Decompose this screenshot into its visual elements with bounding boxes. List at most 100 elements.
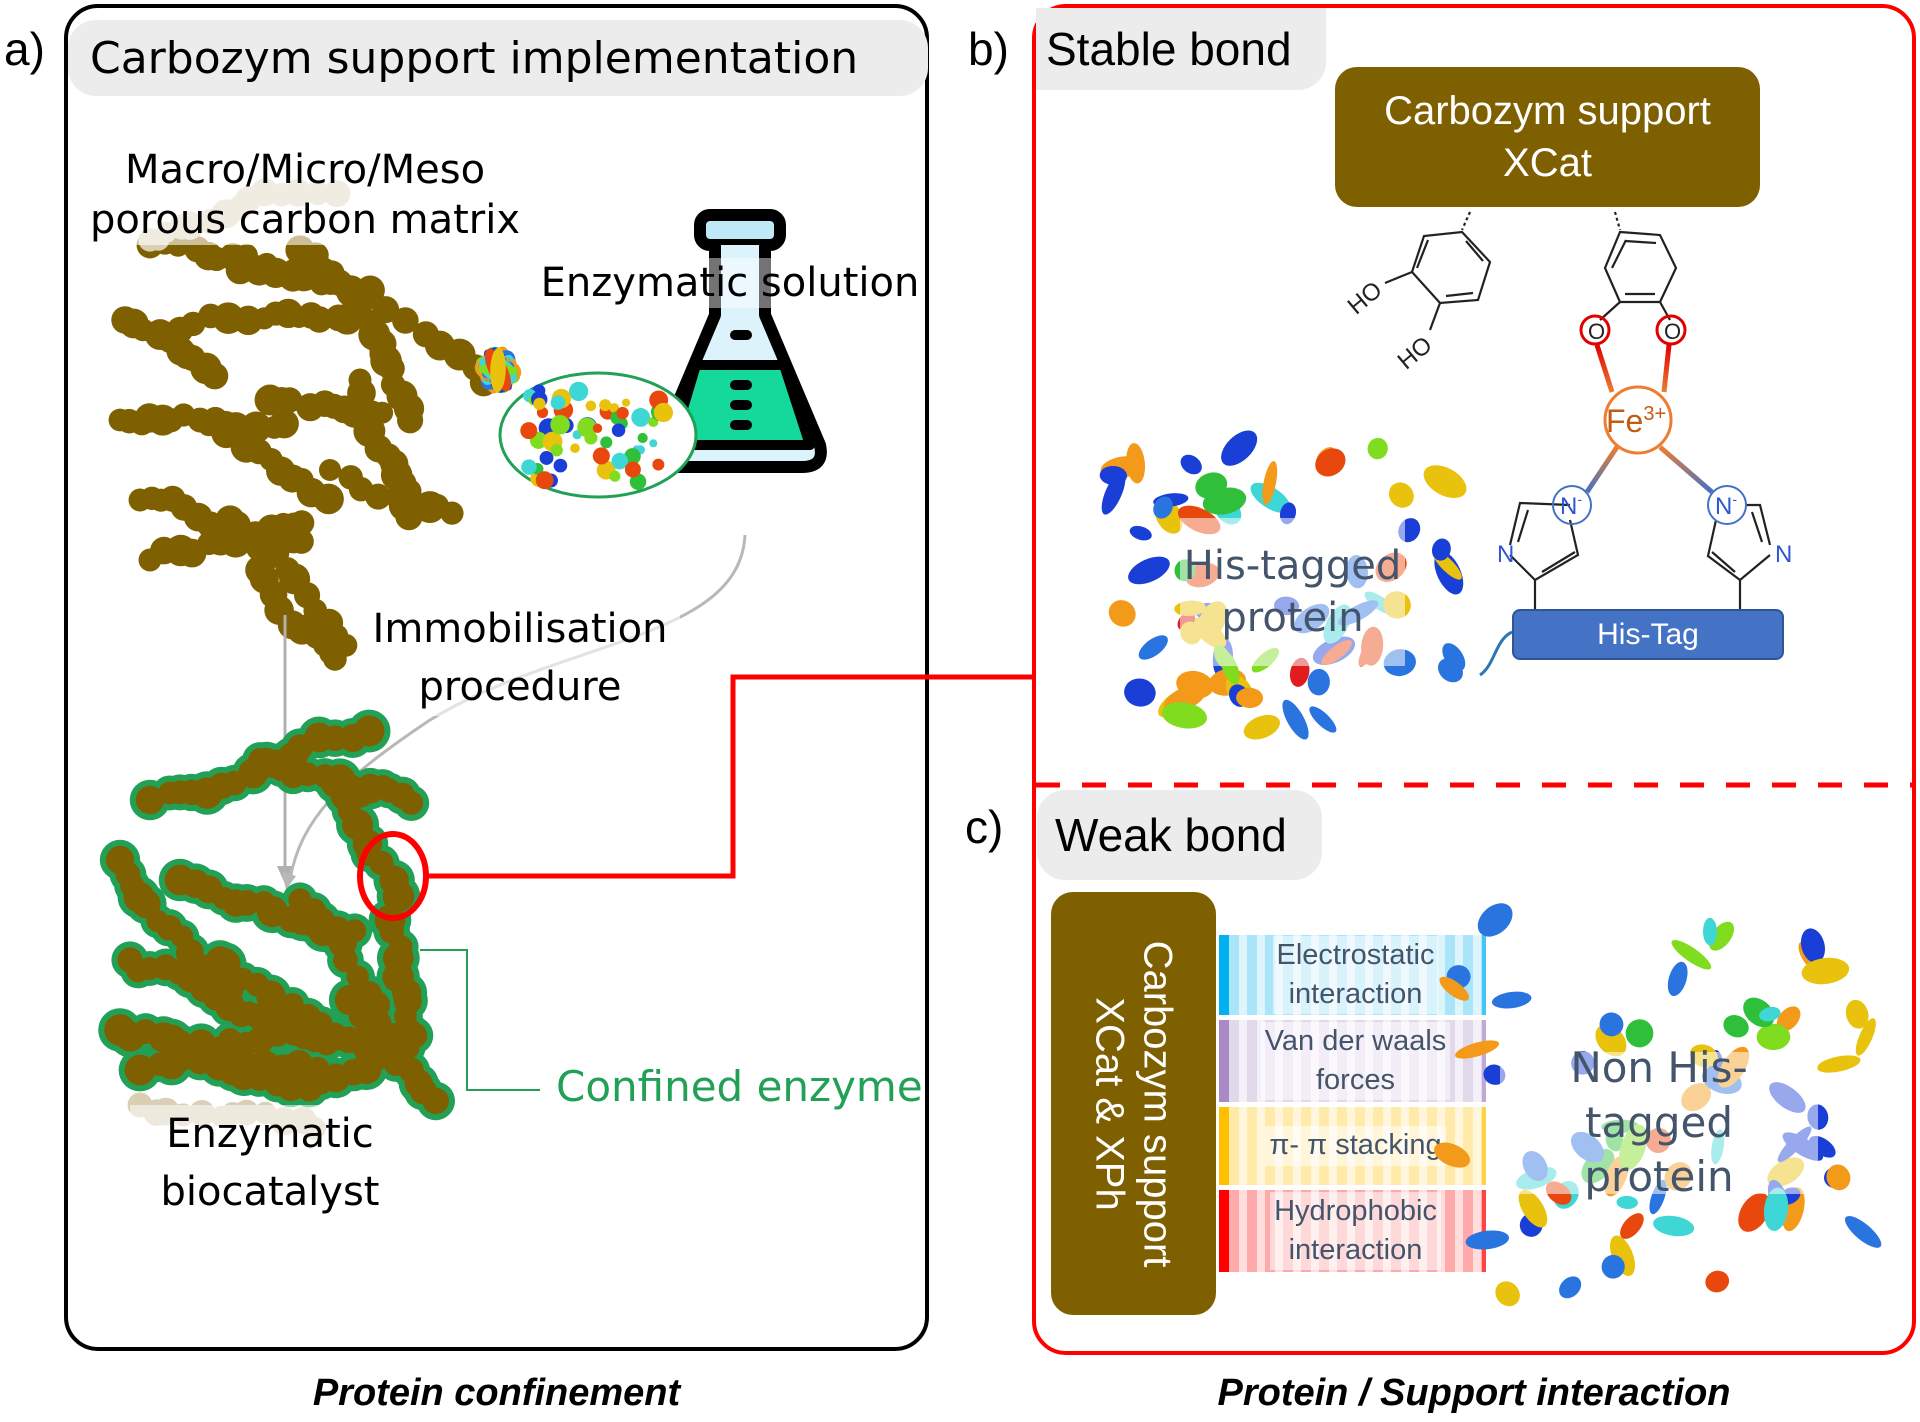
protein-helix	[1108, 600, 1136, 627]
xcat-xph-support-box: Carbozym support XCat & XPh	[1051, 892, 1216, 1315]
protein-helix	[1153, 496, 1173, 519]
carbon-particle	[208, 948, 241, 981]
flask-mark	[730, 400, 752, 410]
matrix-label-line2: porous carbon matrix	[89, 197, 521, 243]
his-tagged-protein-line2: protein	[1221, 595, 1364, 641]
carbon-particle	[169, 1048, 193, 1072]
carbon-particle	[333, 947, 358, 973]
carbon-particle	[306, 306, 333, 333]
interaction-box: π- π stacking	[1219, 1107, 1486, 1185]
carbon-particle	[135, 785, 165, 815]
panel-a-title: Carbozym support implementation	[68, 20, 928, 96]
protein-helix	[1243, 714, 1280, 740]
protein-helix	[1236, 687, 1264, 708]
imidazole-right	[1706, 503, 1772, 609]
procedure-line2: procedure	[418, 664, 622, 710]
protein-helix	[1195, 472, 1228, 499]
protein-helix	[539, 451, 554, 465]
protein-helix	[1653, 1215, 1695, 1237]
interaction-line1: Van der waals	[1264, 1024, 1447, 1057]
confined-enzyme-label: Confined enzyme	[556, 1062, 923, 1111]
protein-helix	[533, 397, 546, 410]
protein-helix	[637, 432, 648, 444]
protein-helix	[1616, 1195, 1638, 1209]
protein-helix	[1495, 1281, 1520, 1307]
carbon-particle	[347, 378, 376, 408]
protein-helix	[624, 448, 641, 465]
protein-helix	[1620, 1213, 1644, 1239]
carbon-particle	[323, 647, 347, 671]
protein-helix	[611, 423, 626, 437]
flask-mark	[730, 380, 752, 390]
biocatalyst-line2: biocatalyst	[160, 1169, 380, 1215]
protein-helix	[653, 402, 674, 423]
protein-helix	[1723, 1015, 1749, 1038]
protein-helix	[1315, 448, 1346, 477]
protein-helix	[611, 452, 629, 470]
oxygen-left: O	[1588, 319, 1605, 344]
protein-helix	[1221, 430, 1258, 466]
protein-helix	[1756, 1023, 1791, 1051]
panel-c-label: c)	[965, 801, 1004, 853]
protein-helix	[550, 415, 570, 435]
protein-helix	[1367, 437, 1388, 460]
interaction-line2: interaction	[1288, 1234, 1423, 1266]
o-fe-bond	[1661, 344, 1672, 393]
xcat-support-line1: Carbozym support	[1384, 89, 1711, 133]
protein-helix	[1816, 1055, 1861, 1073]
protein-helix	[1800, 928, 1826, 963]
protein-helix	[1437, 658, 1463, 683]
carbon-particle	[350, 1053, 382, 1085]
protein-helix	[629, 473, 647, 490]
protein-helix	[1759, 1006, 1781, 1022]
interaction-line1: Electrostatic	[1276, 938, 1435, 971]
protein-helix	[1128, 556, 1170, 585]
panel-a-label: a)	[4, 23, 45, 75]
non-his-tagged-protein-label: Non His-tagged protein	[1500, 1043, 1818, 1201]
panel-b-title: Stable bond	[1036, 8, 1326, 90]
protein-helix	[1844, 1215, 1882, 1248]
carbon-particle	[397, 407, 424, 434]
oxygen-circle-left	[1579, 314, 1611, 346]
carbon-particle	[313, 483, 344, 515]
flask-mark	[730, 330, 752, 340]
carbon-particle	[201, 362, 229, 390]
his-tag-linker	[1479, 630, 1513, 677]
protein-helix	[1667, 961, 1688, 997]
protein-helix	[1262, 461, 1278, 505]
protein-helix	[600, 436, 613, 449]
matrix-label: Macro/Micro/Meso porous carbon matrix	[85, 145, 525, 245]
solution-label: Enzymatic solution	[535, 258, 925, 308]
connector-line	[427, 674, 1034, 879]
non-his-tagged-protein-line2: protein	[1584, 1152, 1734, 1202]
carbon-particle	[124, 1054, 156, 1086]
his-tagged-protein-label: His-tagged protein	[1180, 518, 1405, 666]
panel-bc-caption: Protein / Support interaction	[1217, 1372, 1731, 1414]
protein-helix	[1855, 1018, 1876, 1056]
fe-n-bond	[1658, 445, 1714, 494]
protein-helix	[1282, 699, 1309, 740]
protein-helix	[520, 422, 538, 440]
carbon-particle	[399, 791, 424, 815]
free-catechol	[1384, 211, 1492, 331]
carbon-particle	[353, 715, 385, 747]
protein-helix	[592, 447, 610, 465]
flask-icon	[653, 209, 827, 473]
protein-helix	[521, 459, 537, 475]
protein-helix	[1625, 1019, 1654, 1048]
carbon-particle	[392, 307, 419, 334]
nitrogen-anion-circle-right	[1707, 485, 1747, 525]
flask-mark	[730, 420, 752, 430]
matrix-label-line1: Macro/Micro/Meso	[124, 147, 486, 193]
protein-helix	[1477, 903, 1513, 937]
biocatalyst-label: Enzymatic biocatalyst	[130, 1105, 410, 1221]
protein-helix	[1705, 1270, 1730, 1293]
carbon-particle	[295, 762, 320, 787]
protein-helix	[624, 461, 641, 478]
o-fe-bond	[1594, 344, 1615, 393]
xph-support-line1: Carbozym support	[1135, 940, 1180, 1267]
nitrogen-right: N	[1775, 541, 1792, 568]
carbon-particle	[365, 483, 392, 510]
protein-helix	[1599, 1012, 1624, 1037]
